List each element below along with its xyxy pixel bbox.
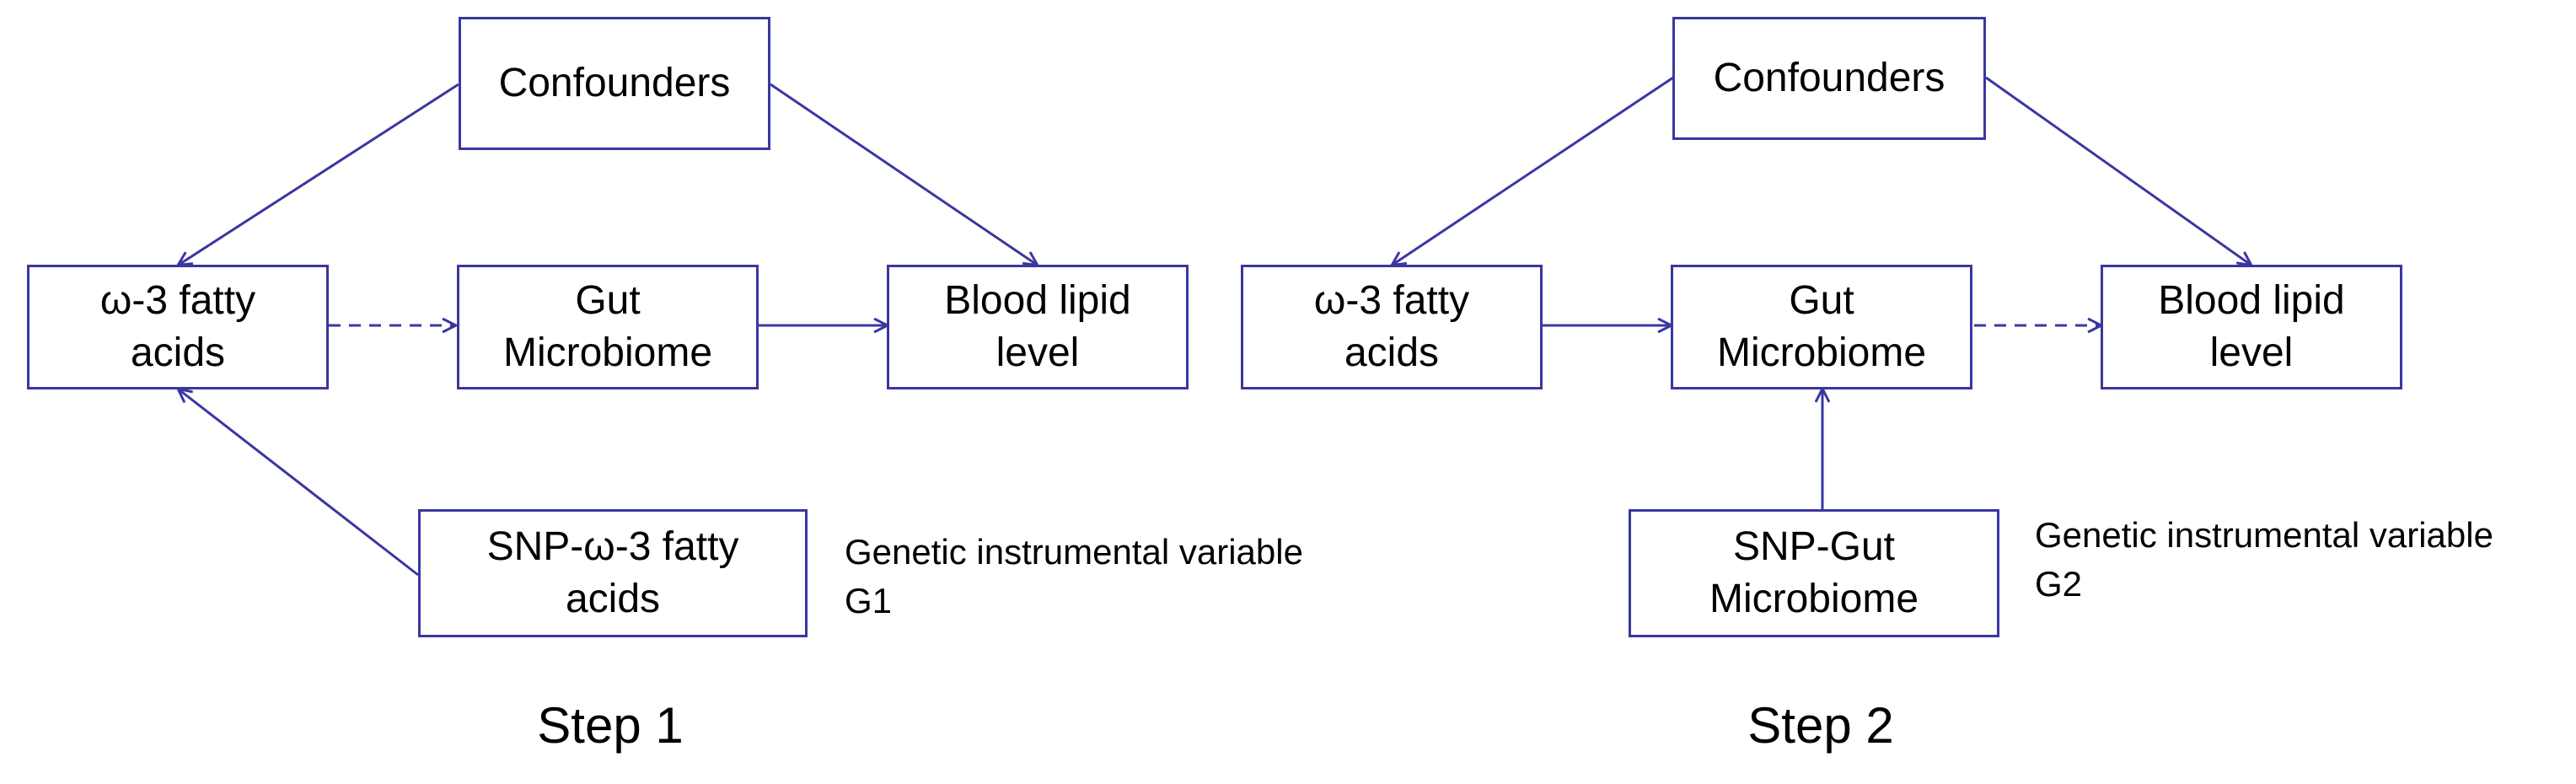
blood-lipid-box-step2: Blood lipid level <box>2101 265 2402 389</box>
snp-omega3-box-step1: SNP-ω-3 fatty acids <box>418 509 808 637</box>
genetic-instrument-note-step1: Genetic instrumental variable G1 <box>845 532 1303 620</box>
omega3-box-step2: ω-3 fatty acids <box>1241 265 1543 389</box>
genetic-instrument-note-step2: Genetic instrumental variable G2 <box>2035 515 2493 604</box>
arrow-confounders-to-omega3-step1 <box>179 83 459 265</box>
arrow-confounders-to-omega3-step2 <box>1393 76 1674 265</box>
omega3-box-step1: ω-3 fatty acids <box>27 265 329 389</box>
confounders-box-step2: Confounders <box>1672 17 1986 140</box>
gut-microbiome-box-step2: Gut Microbiome <box>1671 265 1972 389</box>
step-label-1: Step 1 <box>537 697 684 754</box>
gut-microbiome-box-step1: Gut Microbiome <box>457 265 759 389</box>
arrow-snp-to-omega3-step1 <box>179 389 419 577</box>
confounders-box-step1: Confounders <box>459 17 770 150</box>
snp-gut-box-step2: SNP-Gut Microbiome <box>1629 509 1999 637</box>
step-label-2: Step 2 <box>1747 697 1894 754</box>
arrow-confounders-to-blood-step1 <box>770 83 1037 265</box>
arrow-confounders-to-blood-step2 <box>1985 76 2251 265</box>
blood-lipid-box-step1: Blood lipid level <box>887 265 1189 389</box>
